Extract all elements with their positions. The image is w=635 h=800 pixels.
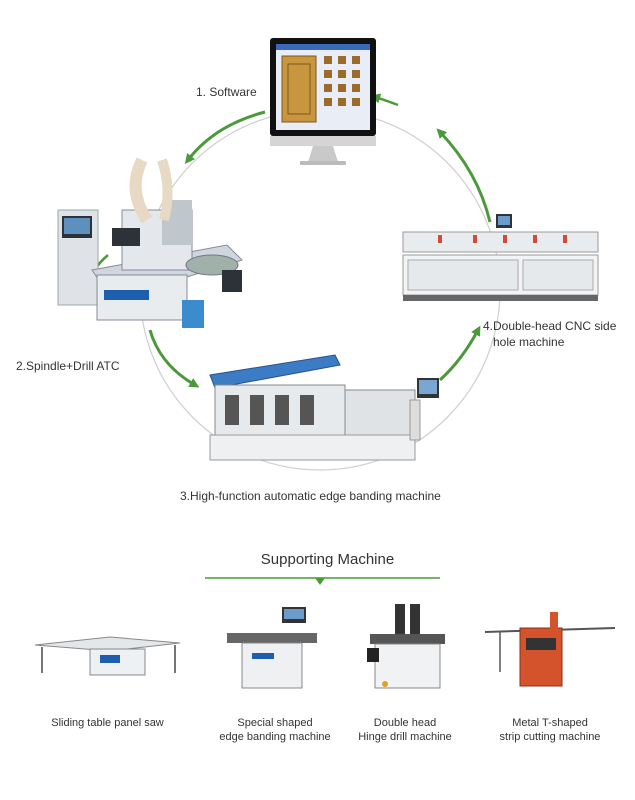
cnc-router-image — [57, 157, 243, 328]
machine-4-line2: strip cutting machine — [499, 731, 601, 744]
panel-saw-image — [34, 636, 181, 676]
step-1-label: 1. Software — [196, 85, 257, 99]
strip-cutting-image — [484, 612, 616, 687]
step-4-label-line2: hole machine — [493, 335, 565, 350]
machine-4-label: Metal T-shaped strip cutting machine — [475, 716, 625, 745]
title-underline — [205, 577, 440, 585]
arrow-sidehole-to-software — [436, 128, 492, 223]
arrow-cnc-to-edgebander — [148, 329, 200, 388]
step-4-label: 4.Double-head CNC side hole machine — [483, 318, 616, 350]
machine-1-line1: Sliding table panel saw — [51, 717, 164, 729]
side-hole-machine-image — [402, 214, 599, 301]
step-3-label: 3.High-function automatic edge banding m… — [180, 489, 441, 503]
machine-2-label: Special shaped edge banding machine — [195, 716, 355, 745]
machine-4-line1: Metal T-shaped — [512, 717, 588, 729]
software-monitor-image — [270, 38, 376, 165]
step-2-label: 2.Spindle+Drill ATC — [16, 359, 120, 373]
machine-2-line2: edge banding machine — [219, 731, 331, 744]
machine-1-label: Sliding table panel saw — [25, 716, 190, 730]
machine-2-line1: Special shaped — [237, 717, 313, 729]
supporting-machine-title: Supporting Machine — [260, 551, 395, 568]
special-edge-banding-image — [227, 607, 317, 689]
step-4-label-line1: 4.Double-head CNC side — [483, 319, 617, 333]
arrow-small-top — [370, 93, 399, 107]
arrow-software-to-cnc — [184, 110, 266, 164]
arrow-edgebander-to-sidehole — [438, 325, 481, 382]
hinge-drill-image — [367, 604, 445, 689]
machine-3-line2: Hinge drill machine — [358, 731, 452, 744]
machine-3-label: Double head Hinge drill machine — [335, 716, 475, 745]
edge-banding-machine-image — [209, 354, 439, 461]
machine-3-line1: Double head — [373, 717, 437, 729]
